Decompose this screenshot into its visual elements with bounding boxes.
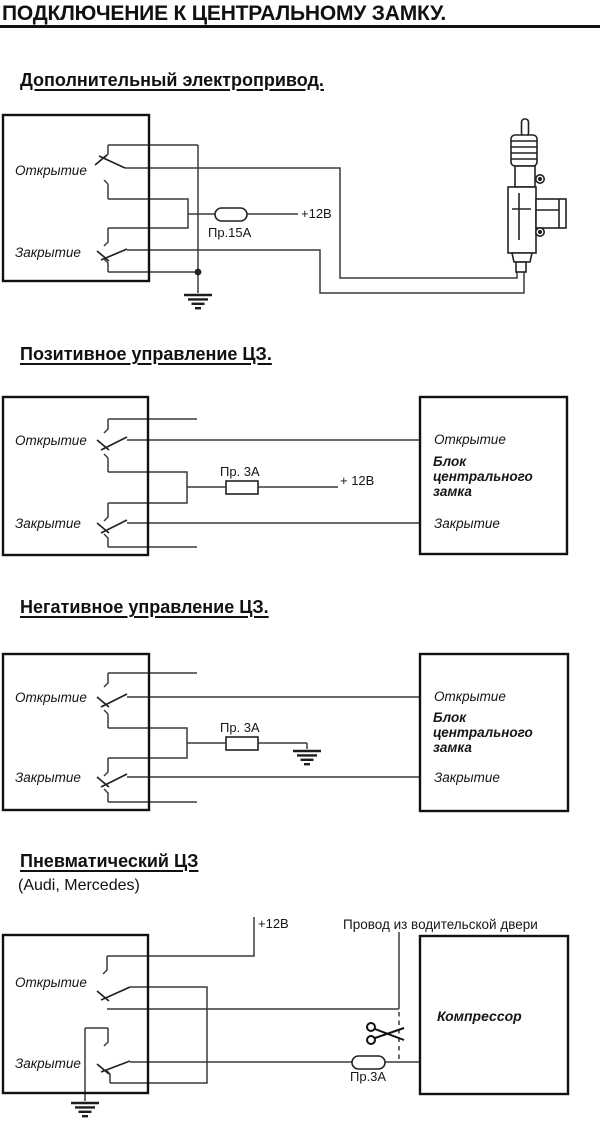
- switch-open-arm: [96, 436, 128, 451]
- switch-close-arm: [96, 773, 128, 788]
- switch-contact: [103, 709, 109, 728]
- section2-heading: Позитивное управление ЦЗ.: [20, 344, 272, 364]
- switch-contact: [103, 1028, 109, 1047]
- wire-from-power: [107, 917, 255, 957]
- section3-wires: [103, 672, 420, 803]
- fuse-label: Пр.15А: [208, 225, 252, 240]
- switch-close-arm: [96, 248, 128, 262]
- switch-open-arm: [96, 693, 128, 708]
- title-rule: [0, 25, 600, 28]
- switch-contact: [103, 758, 109, 777]
- fuse-label: Пр. 3А: [220, 464, 260, 479]
- ground-icon: [69, 1101, 101, 1118]
- section4-subtitle: (Audi, Mercedes): [18, 877, 140, 894]
- switch-contact: [103, 533, 109, 547]
- wire-open-to-actuator: [125, 167, 518, 279]
- relay-open-label: Открытие: [15, 690, 87, 705]
- relay-close-label: Закрытие: [15, 770, 81, 785]
- central-lock-unit-box: [418, 652, 570, 813]
- section3-heading: Негативное управление ЦЗ.: [20, 597, 269, 617]
- central-lock-unit-name: Блок центрального замка: [433, 710, 533, 755]
- wire-close-to-actuator: [127, 249, 525, 294]
- relay-close-label: Закрытие: [15, 516, 81, 531]
- section4-heading: Пневматический ЦЗ: [20, 851, 199, 871]
- switch-contact: [103, 419, 109, 434]
- switch-contact: [103, 503, 109, 522]
- power-label: +12В: [301, 206, 332, 221]
- relay-box: [1, 933, 150, 1095]
- fuse-label: Пр.3А: [350, 1069, 387, 1084]
- switch-contact: [103, 228, 109, 247]
- section1-heading: Дополнительный электропривод.: [20, 70, 324, 90]
- relay-open-label: Открытие: [15, 433, 87, 448]
- switch-open-arm: [96, 986, 131, 1002]
- unit-open-label: Открытие: [434, 432, 506, 447]
- switch-contact: [105, 1069, 111, 1083]
- ground-icon: [291, 749, 323, 766]
- door-actuator-icon: [507, 118, 567, 273]
- compressor-label: Компрессор: [437, 1008, 522, 1024]
- unit-close-label: Закрытие: [434, 770, 500, 785]
- switch-contact: [102, 956, 108, 975]
- relay-close-label: Закрытие: [15, 1056, 81, 1071]
- relay-box: [1, 652, 151, 812]
- ground-icon: [182, 293, 214, 310]
- section4-switches: [96, 986, 131, 1075]
- section1-switches: [94, 154, 128, 262]
- section1-wires: [103, 144, 525, 294]
- fuse-icon: [214, 207, 248, 222]
- door-wire-note: Провод из водительской двери: [343, 917, 538, 932]
- fuse-bracket: [108, 727, 188, 759]
- section4-wires: [84, 917, 420, 1101]
- fuse-label: Пр. 3А: [220, 720, 260, 735]
- unit-close-label: Закрытие: [434, 516, 500, 531]
- relay-open-label: Открытие: [15, 163, 87, 178]
- relay-box: [1, 113, 151, 283]
- switch-contact: [103, 453, 109, 472]
- unit-open-label: Открытие: [434, 689, 506, 704]
- page-title: ПОДКЛЮЧЕНИЕ К ЦЕНТРАЛЬНОМУ ЗАМКУ.: [2, 2, 447, 25]
- relay-box: [1, 395, 150, 557]
- power-label: +12В: [258, 916, 289, 931]
- switch-contact: [103, 788, 109, 802]
- section3-switches: [96, 693, 128, 788]
- switch-contact: [103, 179, 109, 199]
- switch-open-arm: [94, 154, 126, 169]
- relay-close-label: Закрытие: [15, 245, 81, 260]
- fuse-icon: [225, 736, 259, 751]
- compressor-box: [418, 934, 570, 1096]
- fuse-icon: [225, 480, 259, 495]
- central-lock-unit-name: Блок центрального замка: [433, 454, 533, 499]
- scissors-icon: [366, 1022, 405, 1045]
- junction-dot: [194, 268, 202, 276]
- switch-close-arm: [96, 519, 128, 534]
- switch-close-arm: [96, 1060, 131, 1075]
- relay-open-label: Открытие: [15, 975, 87, 990]
- central-lock-unit-box: [418, 395, 569, 556]
- switch-contact: [103, 673, 109, 688]
- section2-switches: [96, 436, 128, 534]
- power-label: + 12В: [340, 473, 375, 488]
- fuse-icon: [351, 1055, 386, 1070]
- wire-link: [110, 986, 208, 1084]
- switch-contact: [103, 258, 109, 272]
